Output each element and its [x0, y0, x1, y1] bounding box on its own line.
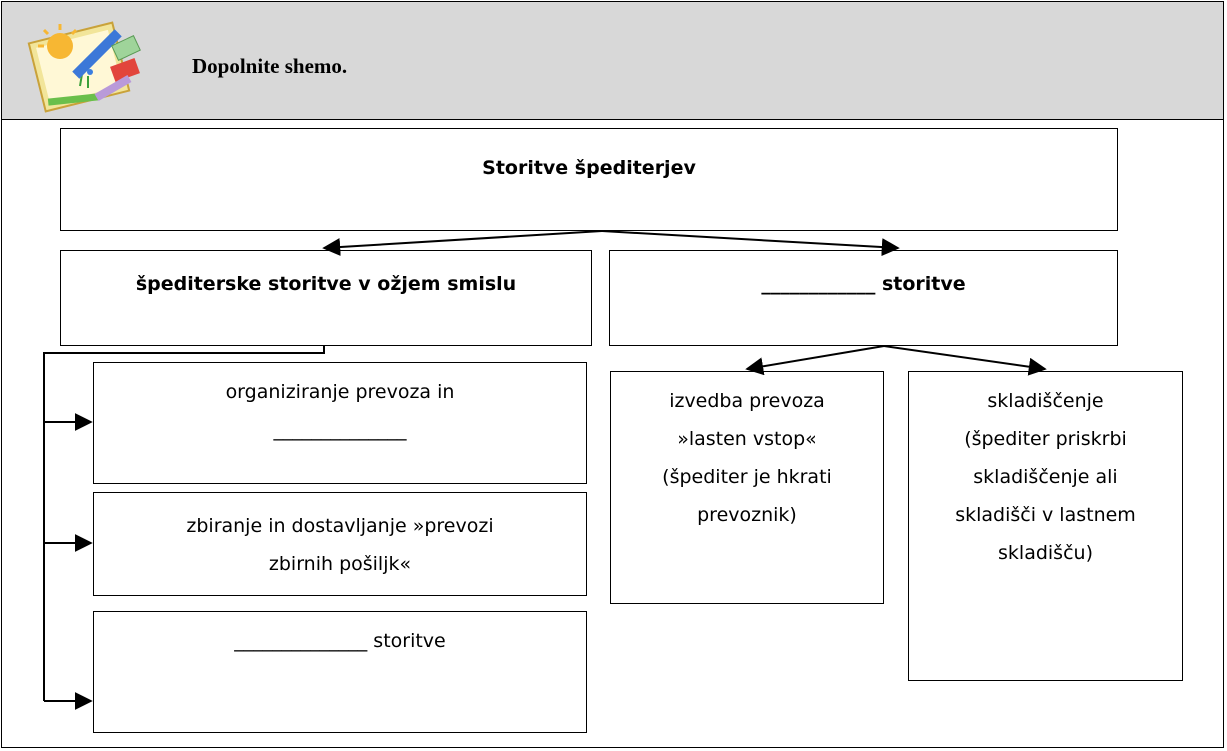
right-item-box-2: skladiščenje (špediter priskrbi skladišč…	[908, 371, 1183, 681]
left-main-label: špediterske storitve v ožjem smislu	[135, 273, 517, 295]
left-item-1-line-1: organiziranje prevoza in	[225, 381, 455, 403]
left-item-1-line-2: ______________	[273, 419, 407, 441]
right-item-1-line-1: izvedba prevoza	[669, 390, 825, 412]
right-item-1-line-2: »lasten vstop«	[677, 428, 817, 450]
left-item-2-line-2: zbirnih pošiljk«	[268, 553, 412, 575]
left-item-box-2: zbiranje in dostavljanje »prevozi zbirni…	[93, 492, 587, 596]
left-item-3-line-1: ______________ storitve	[234, 630, 446, 652]
right-item-1-line-4: prevoznik)	[697, 504, 797, 526]
right-item-2-line-3: skladiščenje ali	[973, 466, 1118, 488]
page-title: Dopolnite shemo.	[192, 54, 348, 78]
right-main-box: ____________ storitve	[609, 250, 1118, 346]
right-item-2-line-4: skladišči v lastnem	[955, 504, 1136, 526]
right-item-box-1: izvedba prevoza »lasten vstop« (špediter…	[610, 371, 884, 604]
drawing-pencils-icon	[27, 21, 141, 113]
right-item-1-line-3: (špediter je hkrati	[662, 466, 832, 488]
right-item-2-line-5: skladišču)	[998, 542, 1093, 564]
exercise-header: Dopolnite shemo.	[2, 2, 1223, 120]
right-main-label: ____________ storitve	[761, 273, 966, 295]
left-item-box-1: organiziranje prevoza in ______________	[93, 362, 587, 484]
left-main-box: špediterske storitve v ožjem smislu	[60, 250, 592, 346]
root-box: Storitve špediterjev	[60, 128, 1118, 231]
root-label: Storitve špediterjev	[482, 157, 696, 179]
left-item-box-3: ______________ storitve	[93, 611, 587, 733]
left-item-2-line-1: zbiranje in dostavljanje »prevozi	[186, 515, 494, 537]
right-item-2-line-1: skladiščenje	[987, 390, 1104, 412]
right-item-2-line-2: (špediter priskrbi	[964, 428, 1127, 450]
